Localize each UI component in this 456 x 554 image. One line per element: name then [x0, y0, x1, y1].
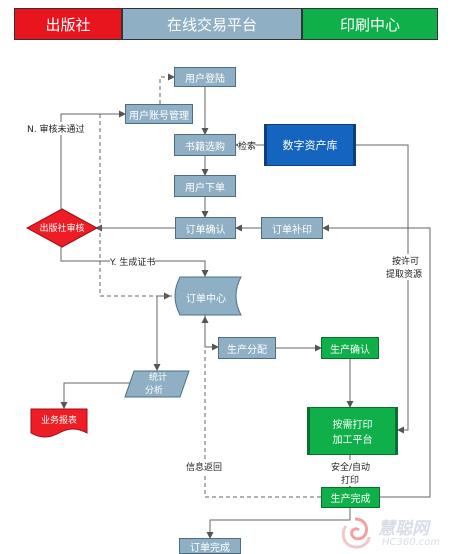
book-selection-node: 书籍选购: [174, 134, 236, 156]
extract-resource-label-line2: 提取资源: [386, 267, 423, 280]
watermark-site: HC360.com: [382, 537, 441, 548]
user-login-node: 用户登陆: [174, 67, 236, 87]
generate-certificate-label: Y. 生成证书: [110, 255, 156, 268]
swirl-logo-icon: [341, 517, 371, 549]
statistics-shape: [124, 370, 190, 398]
business-report-shape: [30, 408, 88, 438]
production-assign-node: 生产分配: [218, 337, 276, 359]
order-done-node: 订单完成: [179, 538, 241, 554]
print-on-demand-node: 按需打印 加工平台: [307, 407, 398, 455]
lane-platform: 在线交易平台: [122, 8, 302, 40]
publisher-review-diamond: [26, 208, 98, 248]
place-order-node: 用户下单: [174, 175, 236, 197]
auto-print-label-line2: 打印: [341, 473, 360, 486]
account-management-node: 用户账号管理: [125, 104, 193, 124]
extract-resource-label-line1: 按许可: [392, 254, 420, 267]
print-on-demand-line1: 按需打印: [332, 420, 373, 431]
business-report-label: 业务报表: [40, 416, 77, 426]
order-center-label: 订单中心: [186, 294, 226, 305]
print-on-demand-line2: 加工平台: [332, 435, 373, 446]
search-label: 检索: [238, 139, 257, 152]
digital-asset-library-node: 数字资产库: [264, 124, 356, 166]
production-done-node: 生产完成: [321, 487, 380, 508]
lane-publisher: 出版社: [14, 8, 122, 40]
hc360-watermark-logo: 慧聪网 HC360.com: [338, 512, 454, 552]
order-reprint-node: 订单补印: [261, 217, 323, 239]
publisher-review-label: 出版社审核: [39, 224, 85, 234]
info-return-label: 信息返回: [186, 460, 223, 473]
watermark-brand: 慧聪网: [378, 519, 429, 539]
statistics-label-line1: 统计: [148, 373, 167, 383]
production-confirm-node: 生产确认: [321, 337, 379, 359]
auto-print-label-line1: 安全/自动: [331, 460, 371, 473]
lane-printing: 印刷中心: [302, 8, 438, 40]
order-center-shape: [174, 276, 242, 316]
statistics-label-line2: 分析: [144, 386, 163, 396]
review-failed-label: N. 审核未通过: [27, 122, 85, 135]
order-confirm-node: 订单确认: [175, 217, 236, 239]
